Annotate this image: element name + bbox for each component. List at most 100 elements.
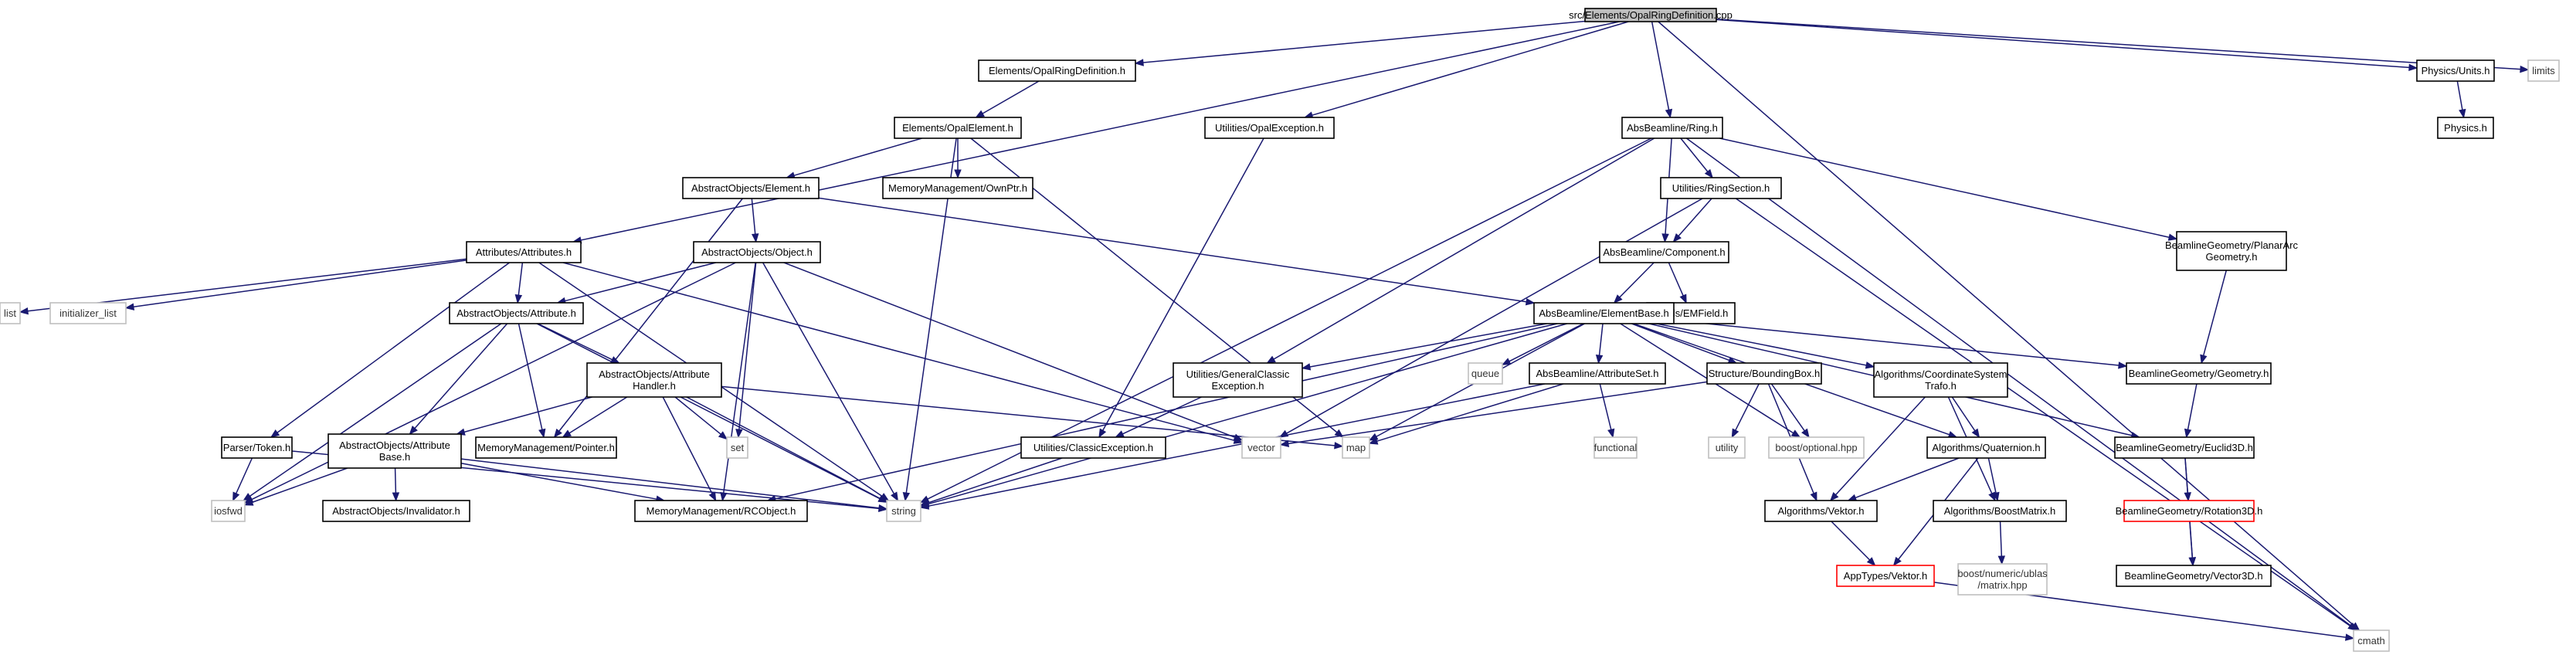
arrowhead xyxy=(1233,436,1244,444)
edge-elementbase-h-to-genclassexc-h xyxy=(1301,323,1547,371)
edge-elementbase-h-to-rcobject-h xyxy=(766,323,1558,503)
arrowhead xyxy=(232,491,240,502)
arrowhead xyxy=(1501,358,1512,365)
node-object-h[interactable]: AbstractObjects/Object.h xyxy=(693,241,821,263)
edge-attrset-h-to-functional xyxy=(1599,383,1615,439)
edge-line xyxy=(580,21,1620,241)
node-ring-h[interactable]: AbsBeamline/Ring.h xyxy=(1621,117,1723,139)
node-quaternion-h[interactable]: Algorithms/Quaternion.h xyxy=(1926,436,2046,459)
edge-line xyxy=(1770,383,1805,432)
node-box xyxy=(1621,117,1723,139)
edge-line xyxy=(1599,383,1612,430)
node-root[interactable]: src/Elements/OpalRingDefinition.cpp xyxy=(1569,8,1733,22)
node-rotation-h[interactable]: BeamlineGeometry/Rotation3D.h xyxy=(2116,500,2263,522)
node-physunits-h[interactable]: Physics/Units.h xyxy=(2416,59,2495,82)
arrowhead xyxy=(891,491,899,502)
edge-elementbase-h-to-geometry-h xyxy=(1673,319,2128,369)
node-iosfwd: iosfwd xyxy=(211,500,246,522)
edge-root-to-cmath xyxy=(1658,21,2360,631)
edge-line xyxy=(982,80,1040,114)
edge-line xyxy=(928,457,1063,504)
edge-line xyxy=(1598,323,1604,356)
arrowhead xyxy=(1613,294,1623,304)
node-ringsection-h[interactable]: Utilities/RingSection.h xyxy=(1660,177,1782,199)
edge-line xyxy=(1122,396,1202,435)
node-list: list xyxy=(0,302,21,324)
node-boostmatrix-h[interactable]: Algorithms/BoostMatrix.h xyxy=(1933,500,2067,522)
arrowhead xyxy=(2200,354,2208,365)
node-box xyxy=(221,436,293,459)
node-queue: queue xyxy=(1468,362,1503,385)
edge-attrset-h-to-string xyxy=(919,383,1546,510)
node-classexc-h[interactable]: Utilities/ClassicException.h xyxy=(1020,436,1166,459)
node-attr-h[interactable]: AbstractObjects/Attribute.h xyxy=(449,302,584,324)
arrowhead xyxy=(2118,361,2128,369)
edge-line xyxy=(1509,323,1584,362)
edge-line xyxy=(928,323,1567,505)
edge-quaternion-h-to-algvektor-h xyxy=(1847,457,1960,501)
node-geometry-h[interactable]: BeamlineGeometry/Geometry.h xyxy=(2126,362,2272,385)
node-rcobject-h[interactable]: MemoryManagement/RCObject.h xyxy=(634,500,808,522)
node-box xyxy=(1660,177,1782,199)
arrowhead xyxy=(1865,361,1875,369)
edge-line xyxy=(662,396,713,494)
node-pointer-h[interactable]: MemoryManagement/Pointer.h xyxy=(475,436,617,459)
edge-attrs-h-to-token-h xyxy=(270,262,511,438)
node-box xyxy=(328,433,462,469)
node-elementbase-h[interactable]: AbsBeamline/ElementBase.h xyxy=(1533,302,1675,324)
node-algvektor-h[interactable]: Algorithms/Vektor.h xyxy=(1764,500,1878,522)
node-label: Trafo.h xyxy=(1925,380,1957,392)
node-euclid-h[interactable]: BeamlineGeometry/Euclid3D.h xyxy=(2114,436,2255,459)
arrowhead xyxy=(243,493,253,501)
edge-geometry-h-to-euclid-h xyxy=(2184,383,2198,439)
node-label: BeamlineGeometry/PlanarArc xyxy=(2165,239,2298,251)
node-label: boost/optional.hpp xyxy=(1775,442,1857,453)
arrowhead xyxy=(2408,63,2418,72)
edge-line xyxy=(2187,383,2198,430)
arrowhead xyxy=(1525,298,1536,306)
edge-attr-h-to-iosfwd xyxy=(243,323,502,501)
node-component-h[interactable]: AbsBeamline/Component.h xyxy=(1599,241,1729,263)
node-box xyxy=(1584,8,1717,22)
node-label: AbsBeamline/Component.h xyxy=(1603,246,1725,258)
node-label: Utilities/OpalException.h xyxy=(1215,122,1324,134)
node-label: BeamlineGeometry/Euclid3D.h xyxy=(2116,442,2253,453)
node-apptypes-h[interactable]: AppTypes/Vektor.h xyxy=(1836,565,1935,587)
node-box xyxy=(1873,362,2008,398)
edge-attr-h-to-string xyxy=(536,323,888,503)
arrowhead xyxy=(1847,494,1858,501)
edge-line xyxy=(738,262,757,430)
edge-root-to-opalexc-h xyxy=(1303,21,1629,119)
node-opel-h[interactable]: Elements/OpalElement.h xyxy=(894,117,1022,139)
node-cmath: cmath xyxy=(2353,630,2390,652)
arrowhead xyxy=(1892,556,1902,567)
node-bbox-h[interactable]: Structure/BoundingBox.h xyxy=(1706,362,1822,385)
node-opalexc-h[interactable]: Utilities/OpalException.h xyxy=(1204,117,1335,139)
arrowhead xyxy=(392,492,400,502)
edge-line xyxy=(686,396,881,499)
node-invalidator-h[interactable]: AbstractObjects/Invalidator.h xyxy=(322,500,470,522)
node-label: Physics/Units.h xyxy=(2422,65,2490,76)
node-vector3d-h[interactable]: BeamlineGeometry/Vector3D.h xyxy=(2116,565,2272,587)
node-attrs-h[interactable]: Attributes/Attributes.h xyxy=(466,241,582,263)
edge-line xyxy=(2189,521,2194,558)
arrowhead xyxy=(1607,428,1615,439)
node-physics-h[interactable]: Physics.h xyxy=(2437,117,2494,139)
node-label: AbstractObjects/Attribute xyxy=(339,439,450,451)
node-label: src/Elements/OpalRingDefinition.cpp xyxy=(1569,9,1733,21)
node-label: AppTypes/Vektor.h xyxy=(1844,570,1927,582)
node-label: queue xyxy=(1471,368,1499,379)
node-token-h[interactable]: Parser/Token.h xyxy=(221,436,293,459)
edge-algvektor-h-to-apptypes-h xyxy=(1831,521,1876,566)
node-oprd-h[interactable]: Elements/OpalRingDefinition.h xyxy=(978,59,1136,82)
edge-line xyxy=(1651,21,1670,110)
node-label: set xyxy=(731,442,745,453)
node-attrset-h[interactable]: AbsBeamline/AttributeSet.h xyxy=(1529,362,1666,385)
node-ownptr-h[interactable]: MemoryManagement/OwnPtr.h xyxy=(882,177,1033,199)
node-elem-h[interactable]: AbstractObjects/Element.h xyxy=(682,177,820,199)
